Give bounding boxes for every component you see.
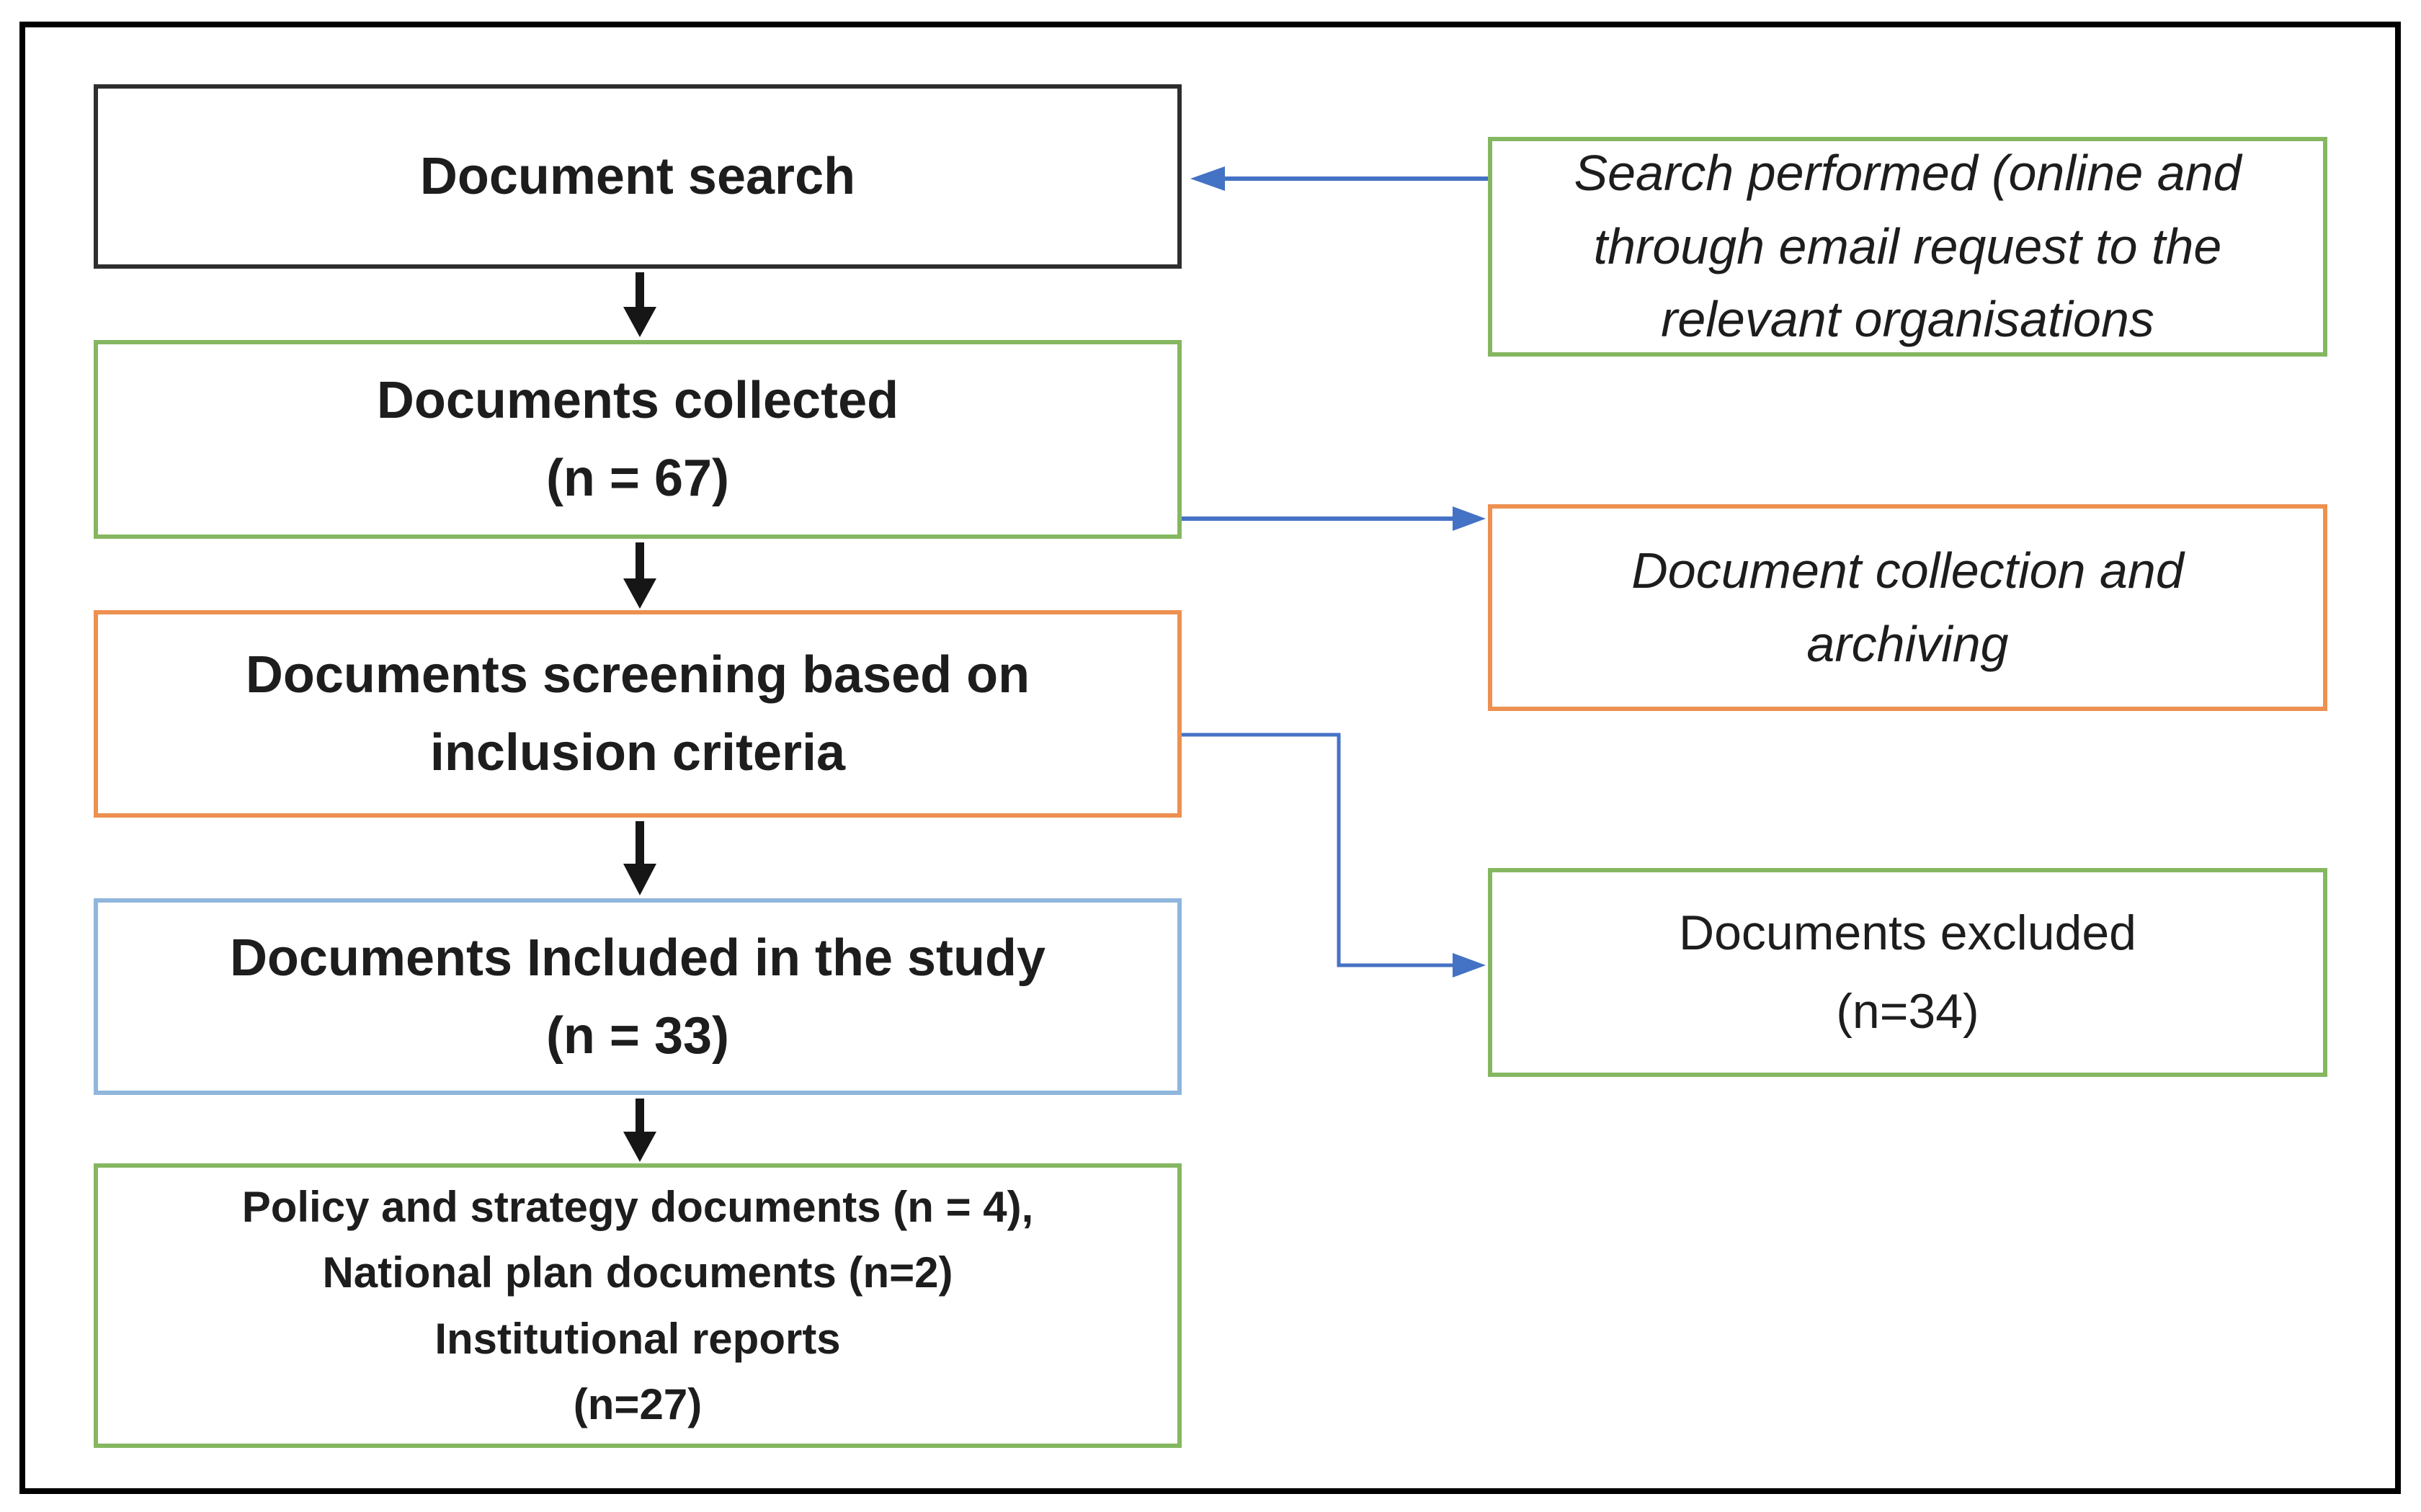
note-box-collection-archiving-label: Document collection and archiving — [1631, 542, 2184, 672]
note-box-documents-excluded-label: Documents excluded (n=34) — [1678, 905, 2136, 1039]
flow-box-documents-collected-label: Documents collected (n = 67) — [376, 372, 899, 507]
flow-box-document-types-label: Policy and strategy documents (n = 4), N… — [241, 1183, 1034, 1428]
flow-box-documents-screening-label: Documents screening based on inclusion c… — [245, 646, 1030, 782]
flow-box-document-search-label: Document search — [419, 148, 856, 205]
flow-box-documents-collected: Documents collected (n = 67) — [94, 340, 1182, 539]
flow-box-documents-included: Documents Included in the study (n = 33) — [94, 898, 1182, 1095]
flow-box-document-search: Document search — [94, 84, 1182, 269]
figure-border-frame — [19, 22, 2401, 1494]
flow-box-documents-screening: Documents screening based on inclusion c… — [94, 610, 1182, 818]
flow-box-document-types: Policy and strategy documents (n = 4), N… — [94, 1163, 1182, 1448]
note-box-search-performed-label: Search performed (online and through ema… — [1574, 145, 2242, 348]
flow-box-documents-included-label: Documents Included in the study (n = 33) — [229, 929, 1046, 1065]
note-box-collection-archiving: Document collection and archiving — [1488, 504, 2327, 711]
note-box-search-performed: Search performed (online and through ema… — [1488, 137, 2327, 357]
note-box-documents-excluded: Documents excluded (n=34) — [1488, 868, 2327, 1077]
